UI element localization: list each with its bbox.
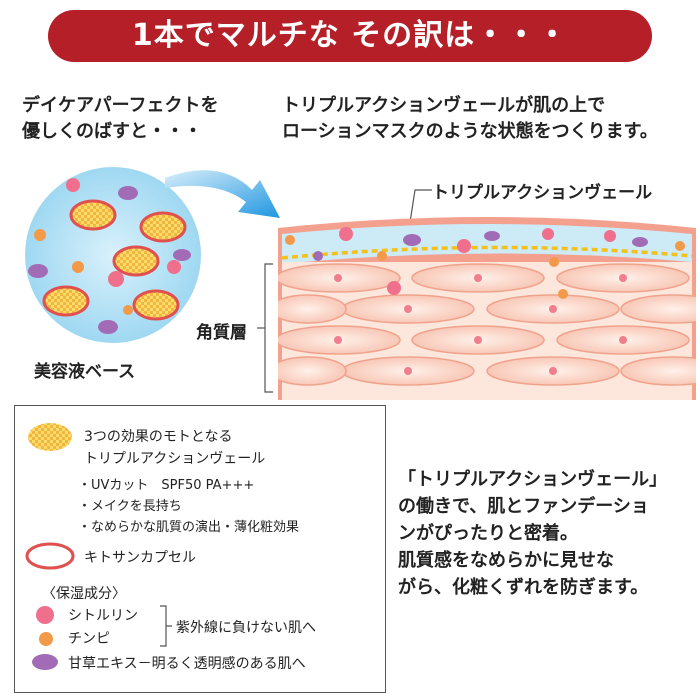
legend-licorice: 甘草エキス－明るく透明感のある肌へ [68, 653, 306, 673]
caption-left-line-2: 優しくのばすと・・・ [22, 119, 219, 145]
citrulline-legend-icon [34, 604, 56, 626]
orange-dot [34, 229, 46, 241]
capsule [71, 201, 115, 229]
orange-dot [123, 305, 133, 315]
caption-left: デイケアパーフェクトを 優しくのばすと・・・ [22, 93, 219, 145]
skin-cross-section [278, 210, 696, 400]
orange-dot [285, 235, 295, 245]
arrow-icon [160, 150, 290, 230]
caption-right: トリプルアクションヴェールが肌の上で ローションマスクのような状態をつくります。 [282, 93, 658, 145]
label-serum-base: 美容液ベース [34, 357, 135, 382]
capsule [114, 247, 158, 275]
legend-bracket [158, 604, 174, 648]
cell [278, 295, 346, 323]
pink-dot [66, 178, 80, 192]
capsule-legend-icon [24, 541, 76, 571]
veil-legend-icon [26, 419, 76, 455]
label-stratum-corneum: 角質層 [196, 318, 247, 343]
explanation-line-1: 「トリプルアクションヴェール」 [398, 466, 667, 493]
explanation-line-5: がら、化粧くずれを防ぎます。 [398, 574, 667, 601]
orange-dot [377, 251, 387, 261]
legend-bullet-smooth: ・なめらかな肌質の演出・薄化粧効果 [78, 516, 299, 535]
orange-dot [72, 261, 84, 273]
pink-dot [457, 239, 471, 253]
label-triple-action-veil: トリプルアクションヴェール [432, 178, 652, 203]
explanation-line-2: の働きで、肌とファンデーショ [398, 493, 667, 520]
capsule [134, 291, 178, 319]
legend-chinpi: チンピ [68, 628, 110, 648]
orange-dot [675, 241, 685, 251]
pink-dot [604, 230, 616, 242]
pink-dot [167, 260, 181, 274]
purple-dot [632, 237, 648, 247]
explanation-line-4: 肌質感をなめらかに見せな [398, 547, 667, 574]
explanation-line-3: ンがぴったりと密着。 [398, 520, 667, 547]
purple-dot [28, 264, 48, 278]
legend-citrulline: シトルリン [68, 605, 138, 625]
caption-left-line-1: デイケアパーフェクトを [22, 93, 219, 119]
legend-capsule: キトサンカプセル [84, 547, 196, 567]
purple-dot [173, 249, 191, 261]
legend-veil-title-1: 3つの効果のモトとなる [84, 426, 233, 446]
purple-dot [403, 234, 421, 246]
legend-uv-note: 紫外線に負けない肌へ [176, 617, 316, 637]
pink-dot [339, 227, 353, 241]
chinpi-legend-icon [36, 629, 56, 649]
title-banner: 1本でマルチな その訳は・・・ [48, 10, 652, 62]
purple-dot [313, 251, 323, 261]
pink-dot [542, 228, 554, 240]
purple-dot [98, 320, 118, 334]
purple-dot [484, 231, 500, 241]
orange-dot [558, 289, 568, 299]
legend-veil-title-2: トリプルアクションヴェール [84, 448, 265, 468]
stratum-bracket [255, 262, 279, 394]
cell [278, 357, 346, 385]
caption-right-line-1: トリプルアクションヴェールが肌の上で [282, 93, 658, 119]
purple-dot [118, 186, 138, 200]
explanation-text: 「トリプルアクションヴェール」 の働きで、肌とファンデーショ ンがぴったりと密着… [398, 466, 667, 601]
legend-bullet-makeup: ・メイクを長持ち [78, 495, 182, 514]
pink-dot [387, 281, 401, 295]
pink-dot [108, 271, 124, 287]
legend-bullet-uv: ・UVカット SPF50 PA+++ [78, 474, 254, 493]
legend-moisture-heading: 〈保湿成分〉 [42, 583, 126, 603]
capsule [44, 287, 88, 315]
licorice-legend-icon [30, 651, 60, 673]
orange-dot [549, 257, 559, 267]
caption-right-line-2: ローションマスクのような状態をつくります。 [282, 119, 658, 145]
